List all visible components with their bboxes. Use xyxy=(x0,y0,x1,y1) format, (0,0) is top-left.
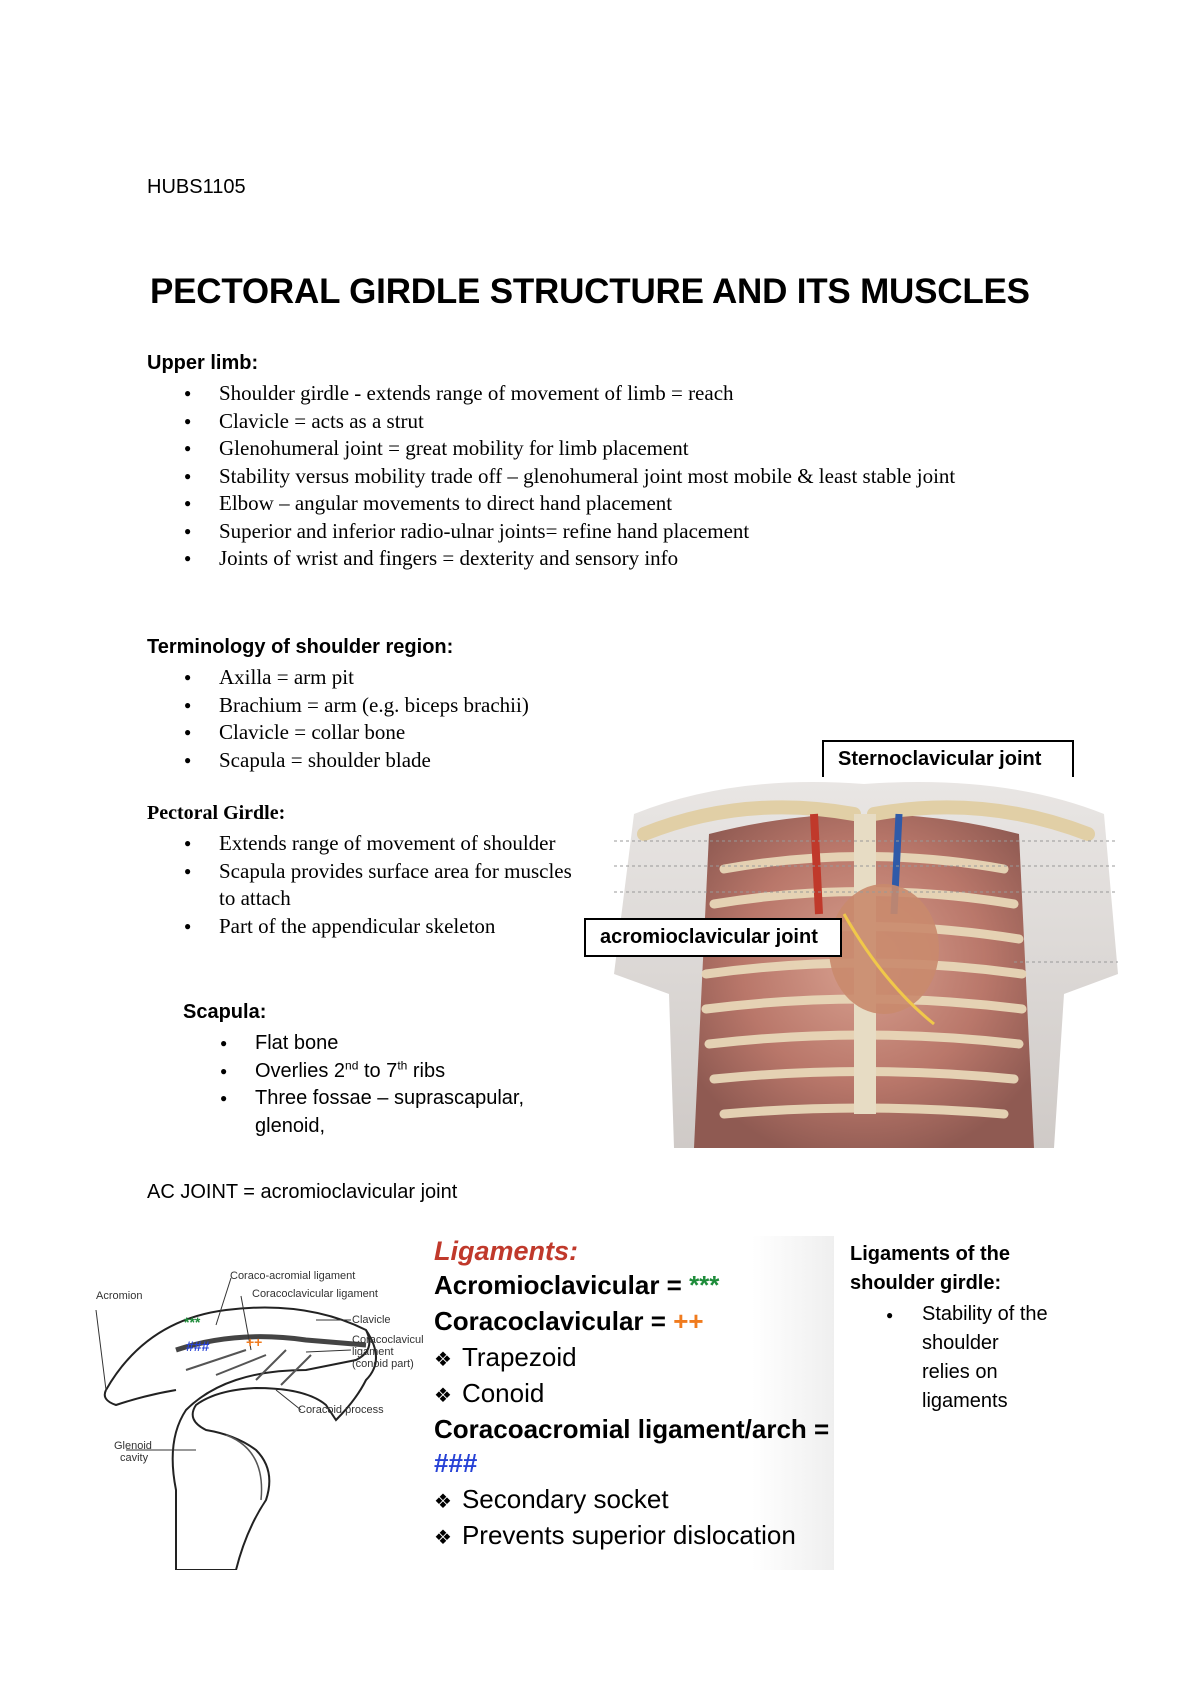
diamond-bullet-icon: ❖ xyxy=(434,1491,452,1513)
list-item: Part of the appendicular skeleton xyxy=(147,913,577,941)
coracoclavicular-label: Coracoclavicular ligament xyxy=(252,1288,378,1300)
scapula-heading: Scapula: xyxy=(183,1001,267,1023)
diamond-bullet-icon: ❖ xyxy=(434,1385,452,1407)
list-item: Glenohumeral joint = great mobility for … xyxy=(147,435,1047,463)
list-item: Overlies 2nd to 7th ribs xyxy=(183,1058,583,1086)
coracoacromial-mark: ### xyxy=(434,1448,478,1478)
conoid-label-line1: Coracoclavicular xyxy=(352,1334,434,1346)
pectoral-girdle-heading: Pectoral Girdle: xyxy=(147,802,286,824)
list-item: Joints of wrist and fingers = dexterity … xyxy=(147,545,1047,573)
list-item: Stability of the shoulder relies on liga… xyxy=(850,1300,1050,1416)
side-note-heading: Ligaments of the shoulder girdle: xyxy=(850,1243,1011,1294)
prevents-dislocation-line: ❖ Prevents superior dislocation xyxy=(434,1520,796,1551)
upper-limb-list: Shoulder girdle - extends range of movem… xyxy=(147,380,1047,573)
ribs-text-b: to 7 xyxy=(358,1059,398,1082)
list-item: Elbow – angular movements to direct hand… xyxy=(147,490,1047,518)
glenoid-label-line1: Glenoid xyxy=(114,1440,152,1452)
diamond-bullet-icon: ❖ xyxy=(434,1527,452,1549)
coraco-mark: ++ xyxy=(673,1306,704,1336)
list-item: Clavicle = collar bone xyxy=(147,719,667,747)
pectoral-girdle-list: Extends range of movement of shoulder Sc… xyxy=(147,830,577,940)
coracoclavicular-line: Coracoclavicular = ++ xyxy=(434,1306,704,1337)
acromion-label: Acromion xyxy=(96,1290,143,1302)
scapula-outline xyxy=(95,1277,377,1571)
acromioclavicular-label: acromioclavicular joint xyxy=(584,918,842,957)
upper-limb-heading: Upper limb: xyxy=(147,352,259,374)
course-code: HUBS1105 xyxy=(147,176,246,198)
ribs-sup-th: th xyxy=(397,1057,408,1072)
conoid-label-line2: ligament xyxy=(352,1346,394,1358)
page-title: PECTORAL GIRDLE STRUCTURE AND ITS MUSCLE… xyxy=(150,272,1030,311)
list-item: Stability versus mobility trade off – gl… xyxy=(147,463,1047,491)
hash-mark: ### xyxy=(186,1338,210,1354)
ribs-sup-nd: nd xyxy=(345,1057,359,1072)
secondary-socket-text: Secondary socket xyxy=(461,1484,669,1514)
terminology-list: Axilla = arm pit Brachium = arm (e.g. bi… xyxy=(147,664,667,774)
list-item: Shoulder girdle - extends range of movem… xyxy=(147,380,1047,408)
sternoclavicular-label: Sternoclavicular joint xyxy=(822,740,1074,777)
ligament-slide-panel xyxy=(424,1236,834,1570)
coraco-acromial-label: Coraco-acromial ligament xyxy=(230,1270,356,1282)
acromio-mark: *** xyxy=(689,1270,720,1300)
acromio-label-text: Acromioclavicular = xyxy=(434,1270,690,1300)
secondary-socket-line: ❖ Secondary socket xyxy=(434,1484,669,1515)
thorax-illustration xyxy=(614,782,1118,1148)
list-item: Extends range of movement of shoulder xyxy=(147,830,577,858)
list-item: Superior and inferior radio-ulnar joints… xyxy=(147,518,1047,546)
coracoacromial-line: Coracoacromial ligament/arch = xyxy=(434,1414,830,1444)
list-item: Scapula = shoulder blade xyxy=(147,747,667,775)
trapezoid-text: Trapezoid xyxy=(461,1342,577,1372)
ac-joint-definition: AC JOINT = acromioclavicular joint xyxy=(147,1181,458,1203)
acromioclavicular-line: Acromioclavicular = *** xyxy=(434,1270,719,1301)
prevents-dislocation-text: Prevents superior dislocation xyxy=(461,1520,796,1550)
trapezoid-line: ❖ Trapezoid xyxy=(434,1342,577,1373)
clavicle-label: Clavicle xyxy=(352,1314,391,1326)
stars-mark: *** xyxy=(184,1314,201,1330)
conoid-label-line3: (conoid part) xyxy=(352,1358,414,1370)
scapula-diagram: Acromion Coraco-acromial ligament Coraco… xyxy=(66,1270,433,1571)
plus-mark: ++ xyxy=(246,1334,263,1350)
list-item: Axilla = arm pit xyxy=(147,664,667,692)
list-item: Scapula provides surface area for muscle… xyxy=(147,858,577,913)
list-item: Flat bone xyxy=(183,1030,583,1058)
conoid-text: Conoid xyxy=(461,1378,545,1408)
diamond-bullet-icon: ❖ xyxy=(434,1349,452,1371)
ribs-text-c: ribs xyxy=(407,1059,446,1082)
terminology-heading: Terminology of shoulder region: xyxy=(147,636,454,658)
conoid-line: ❖ Conoid xyxy=(434,1378,544,1409)
side-note-list: Stability of the shoulder relies on liga… xyxy=(850,1300,1050,1416)
list-item: Three fossae – suprascapular, glenoid, xyxy=(183,1085,583,1140)
ribs-text-a: Overlies 2 xyxy=(255,1059,346,1082)
coracoid-label: Coracoid process xyxy=(298,1404,384,1416)
list-item: Brachium = arm (e.g. biceps brachii) xyxy=(147,692,667,720)
ligaments-title: Ligaments: xyxy=(434,1236,579,1266)
coraco-label-text: Coracoclavicular = xyxy=(434,1306,674,1336)
scapula-list: Flat bone Overlies 2nd to 7th ribs Three… xyxy=(183,1030,583,1140)
glenoid-label-line2: cavity xyxy=(120,1452,149,1464)
list-item: Clavicle = acts as a strut xyxy=(147,408,1047,436)
